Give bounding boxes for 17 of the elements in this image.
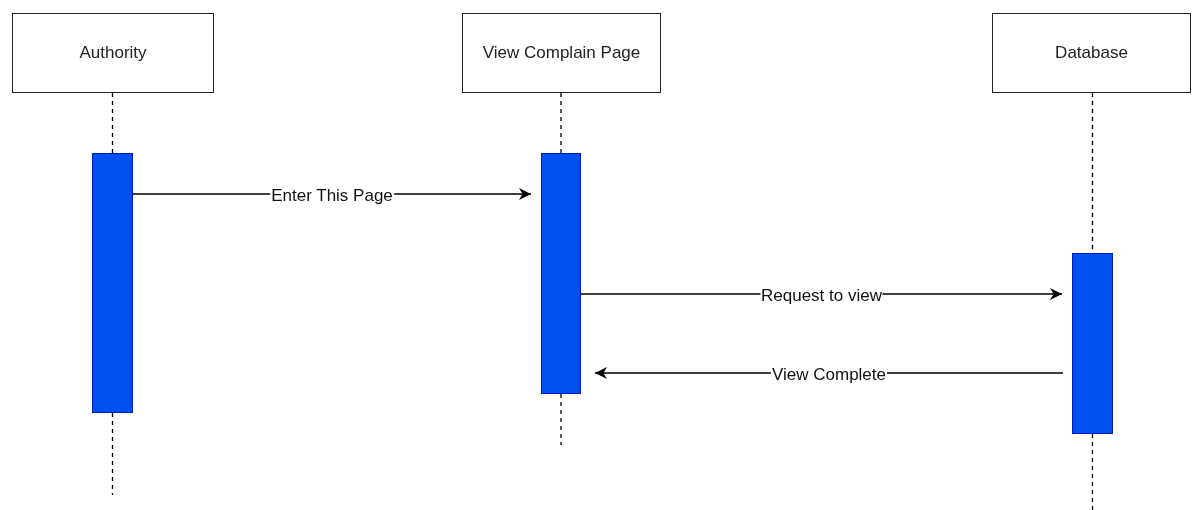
- lifeline: [560, 92, 562, 154]
- participant-name: View Complain Page: [482, 43, 641, 63]
- activation-bar: [92, 153, 133, 413]
- activation-bar: [541, 153, 581, 394]
- lifeline: [560, 393, 562, 446]
- participant-name: Database: [1055, 43, 1128, 63]
- activation-bar: [1072, 253, 1113, 434]
- message-label: Request to view: [760, 286, 883, 304]
- message-label: Enter This Page: [270, 186, 394, 204]
- lifeline-header-box: [12, 13, 214, 93]
- message-label: View Complete: [771, 365, 887, 383]
- participant-name: Authority: [79, 43, 147, 63]
- lifeline: [1091, 433, 1094, 510]
- lifeline: [111, 412, 114, 496]
- lifeline-header-box: [992, 13, 1191, 93]
- lifeline: [111, 92, 114, 154]
- lifeline-header-box: [462, 13, 661, 93]
